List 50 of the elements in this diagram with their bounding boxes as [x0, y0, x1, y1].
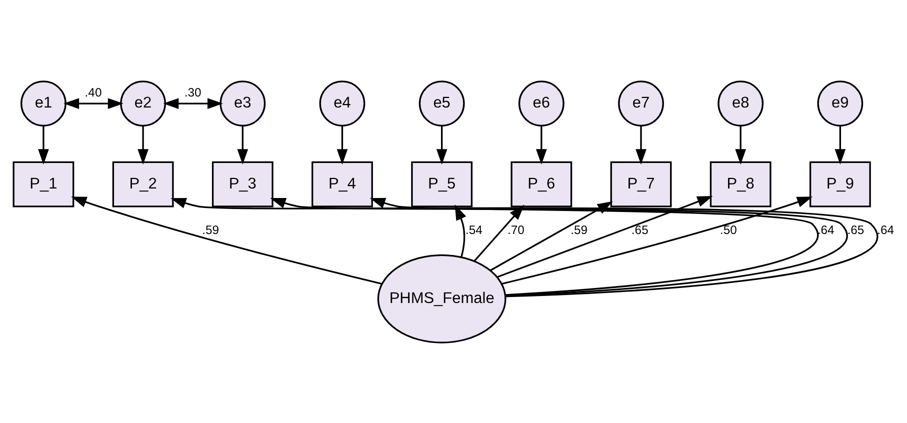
arrow — [501, 196, 812, 284]
arrow — [436, 125, 447, 164]
node-box: P_5 — [410, 160, 472, 207]
arrow — [369, 197, 818, 296]
arrow — [536, 125, 546, 164]
arrow — [454, 204, 466, 257]
node-box: P_8 — [709, 160, 771, 207]
edge-label: .65 — [846, 222, 864, 236]
arrow — [496, 196, 712, 278]
node-circle: e2 — [120, 80, 166, 126]
node-circle: e1 — [20, 80, 66, 126]
node-box: P_3 — [211, 160, 273, 207]
node-box: P_7 — [610, 160, 672, 207]
arrow — [489, 200, 612, 271]
arrow — [834, 125, 846, 164]
node-circle: e9 — [816, 80, 863, 126]
node-box: P_6 — [510, 160, 572, 207]
arrow — [162, 98, 222, 108]
arrow — [734, 125, 746, 164]
arrow — [63, 98, 123, 108]
arrow — [635, 125, 646, 164]
node-box: P_2 — [112, 160, 174, 207]
node-circle: e5 — [418, 80, 464, 126]
edge-label: .59 — [570, 222, 587, 236]
edge-label: .54 — [464, 222, 482, 236]
edge-label: .64 — [816, 222, 834, 236]
edge-label: .50 — [719, 222, 736, 236]
node-box: P_4 — [311, 160, 372, 207]
arrow — [236, 125, 248, 164]
node-box: P_1 — [12, 160, 74, 207]
node-ellipse: PHMS_Female — [376, 254, 506, 343]
arrow — [473, 204, 524, 261]
edge-label: .40 — [84, 85, 102, 100]
node-circle: e6 — [518, 80, 564, 126]
node-circle: e8 — [717, 80, 764, 126]
arrow — [270, 197, 846, 296]
edge-label: .64 — [876, 222, 894, 236]
arrow — [137, 125, 148, 164]
arrow — [170, 198, 876, 297]
node-box: P_9 — [808, 160, 870, 207]
node-circle: e4 — [318, 80, 365, 126]
edge-label: .59 — [202, 222, 219, 236]
edge-label: .30 — [184, 85, 201, 100]
edge-label: .65 — [630, 222, 648, 236]
node-circle: e7 — [618, 80, 664, 126]
arrow — [70, 196, 382, 284]
node-circle: e3 — [219, 80, 266, 126]
arrow — [336, 125, 348, 164]
edge-label: .70 — [507, 222, 524, 236]
arrow — [38, 125, 48, 164]
